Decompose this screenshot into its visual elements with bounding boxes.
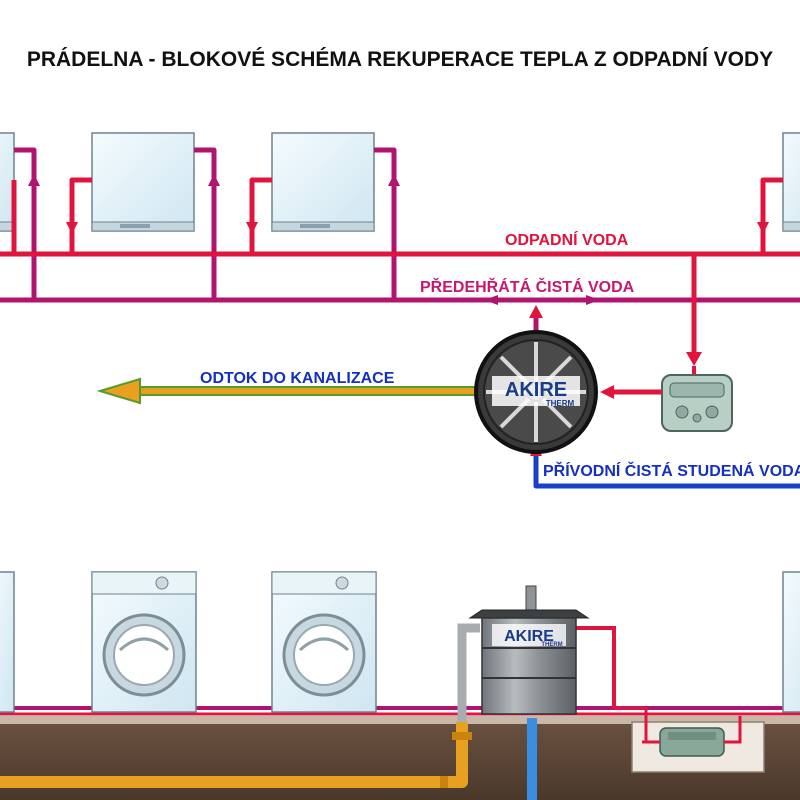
preheated-water-pipes: [0, 147, 800, 303]
cold-supply-pipe: [533, 448, 800, 489]
dryer-2: [91, 132, 195, 232]
preheated-arrow-icon: [484, 295, 498, 305]
washing-machine-2: [91, 571, 197, 713]
waste-water-label: ODPADNÍ VODA: [505, 230, 629, 249]
waste-arrow-icon: [66, 222, 78, 234]
preheated-arrow-icon: [28, 174, 40, 186]
drain-label: ODTOK DO KANALIZACE: [200, 370, 395, 387]
exchanger-outlet-arrow-icon: [529, 305, 543, 318]
tank-inlet-pipe: [457, 623, 480, 722]
page-title: PRÁDELNA - BLOKOVÉ SCHÉMA REKUPERACE TEP…: [27, 48, 773, 71]
tank-outlet-pipe: [570, 626, 616, 708]
cold-supply-label: PŘÍVODNÍ ČISTÁ STUDENÁ VODA: [543, 461, 800, 480]
storage-tank: AKIRE THERM: [468, 585, 590, 715]
tank-to-pump-pipe: [614, 706, 648, 742]
floor: [0, 716, 800, 724]
exchanger-logo: AKIRE: [505, 379, 567, 401]
dryer-4: [782, 132, 800, 232]
preheated-arrow-icon: [388, 174, 400, 186]
dryer-3: [271, 132, 375, 232]
preheated-arrow-icon: [586, 295, 600, 305]
washing-machine-4: [782, 571, 800, 713]
flow-arrows: [28, 174, 769, 366]
washing-machine-1: [0, 571, 15, 713]
waste-arrow-icon: [757, 222, 769, 234]
waste-arrow-icon: [246, 222, 258, 234]
drain-pipe: [96, 377, 478, 405]
filter-to-exchanger-arrow-icon: [600, 385, 614, 399]
waste-arrow-icon: [686, 352, 702, 366]
underground-drain-pipe: [0, 722, 472, 788]
tank-logo-sub: THERM: [541, 642, 562, 648]
tank-logo: AKIRE: [504, 628, 554, 645]
preheated-water-label: PŘEDEHŘÁTÁ ČISTÁ VODA: [420, 277, 635, 296]
pump-pit: [631, 716, 765, 773]
drain-arrow-icon: [96, 377, 141, 405]
heat-exchanger: AKIRE THERM: [474, 330, 598, 454]
washing-machine-3: [271, 571, 377, 713]
exchanger-logo-sub: THERM: [546, 399, 575, 408]
preheated-arrow-icon: [208, 174, 220, 186]
filter-unit: [661, 366, 733, 432]
